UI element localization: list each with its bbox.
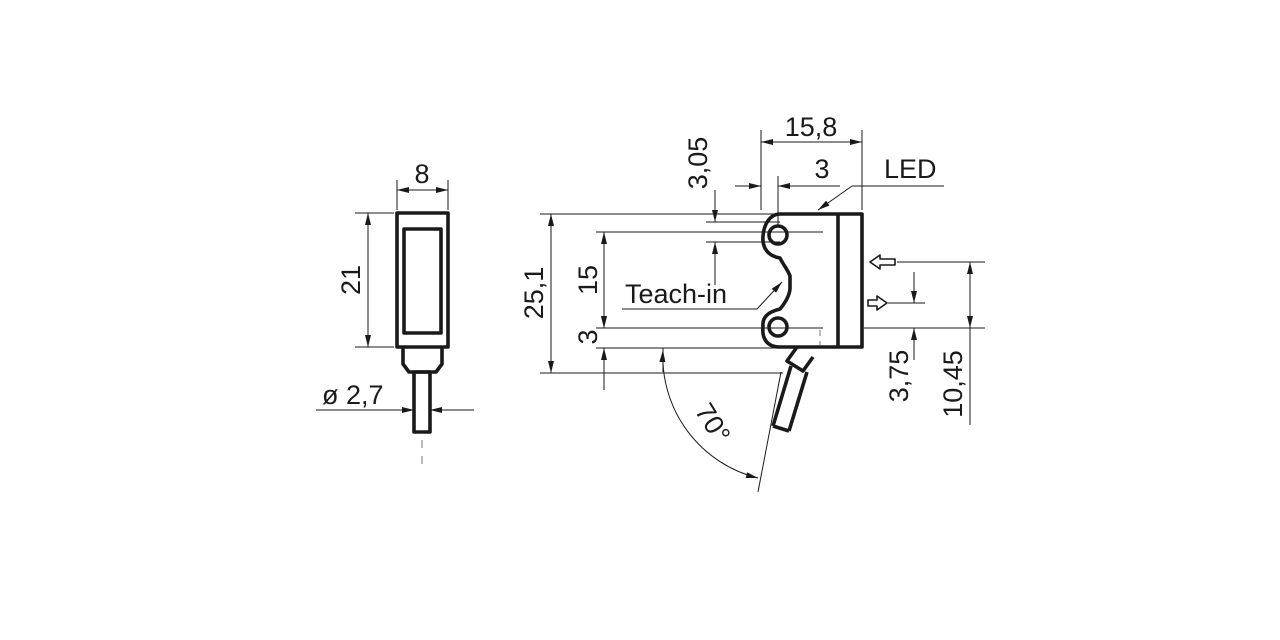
dim-side-width-label: 8 bbox=[414, 159, 429, 189]
side-view: 8 21 ø 2,7 bbox=[316, 159, 474, 472]
dim-total-height-label: 25,1 bbox=[519, 267, 549, 320]
front-view: 25,1 15 3 3,05 15,8 bbox=[519, 112, 985, 493]
emitter-arrow-icon bbox=[869, 254, 896, 270]
dim-side-height-label: 21 bbox=[336, 265, 366, 295]
dim-bottom-offset: 3 bbox=[573, 306, 780, 390]
dim-upper-axis-offset-label: 10,45 bbox=[938, 350, 968, 418]
teach-in-callout: Teach-in bbox=[622, 279, 783, 310]
dim-angle-label: 70° bbox=[689, 398, 736, 449]
mounting-hole-top bbox=[767, 224, 789, 246]
dim-bottom-offset-label: 3 bbox=[573, 329, 603, 344]
dim-lower-axis-offset-label: 3,75 bbox=[884, 350, 914, 403]
dim-top-offset: 3,05 bbox=[683, 137, 780, 285]
mounting-hole-bottom bbox=[767, 316, 789, 338]
dim-cable-diameter: ø 2,7 bbox=[316, 380, 474, 413]
dim-hole-offset-label: 3 bbox=[814, 154, 829, 184]
led-callout: LED bbox=[817, 154, 944, 211]
dim-angle: 70° bbox=[659, 348, 782, 493]
side-view-lens-window bbox=[402, 227, 443, 335]
optical-axis-markers bbox=[864, 254, 985, 329]
dim-total-height: 25,1 bbox=[519, 213, 783, 374]
side-view-cable bbox=[412, 370, 432, 434]
dim-body-width-label: 15,8 bbox=[785, 112, 838, 142]
dim-cable-diameter-label: ø 2,7 bbox=[322, 380, 384, 410]
dim-side-width: 8 bbox=[396, 159, 449, 210]
side-view-housing bbox=[395, 211, 450, 349]
front-view-cable bbox=[771, 365, 809, 433]
dim-hole-spacing-label: 15 bbox=[573, 265, 603, 295]
side-view-cable-gland bbox=[401, 347, 444, 374]
front-view-cable-gland bbox=[785, 345, 815, 373]
dim-upper-axis-offset: 10,45 bbox=[938, 262, 973, 425]
dim-side-height: 21 bbox=[336, 212, 394, 348]
dim-body-width: 15,8 bbox=[760, 112, 863, 210]
receiver-arrow-icon bbox=[867, 295, 888, 311]
led-callout-label: LED bbox=[884, 154, 937, 184]
dim-hole-offset: 3 bbox=[735, 154, 840, 226]
teach-in-callout-label: Teach-in bbox=[625, 279, 727, 309]
dim-top-offset-label: 3,05 bbox=[683, 137, 713, 190]
dim-lower-axis-offset: 3,75 bbox=[884, 272, 917, 403]
front-view-housing bbox=[761, 212, 864, 349]
